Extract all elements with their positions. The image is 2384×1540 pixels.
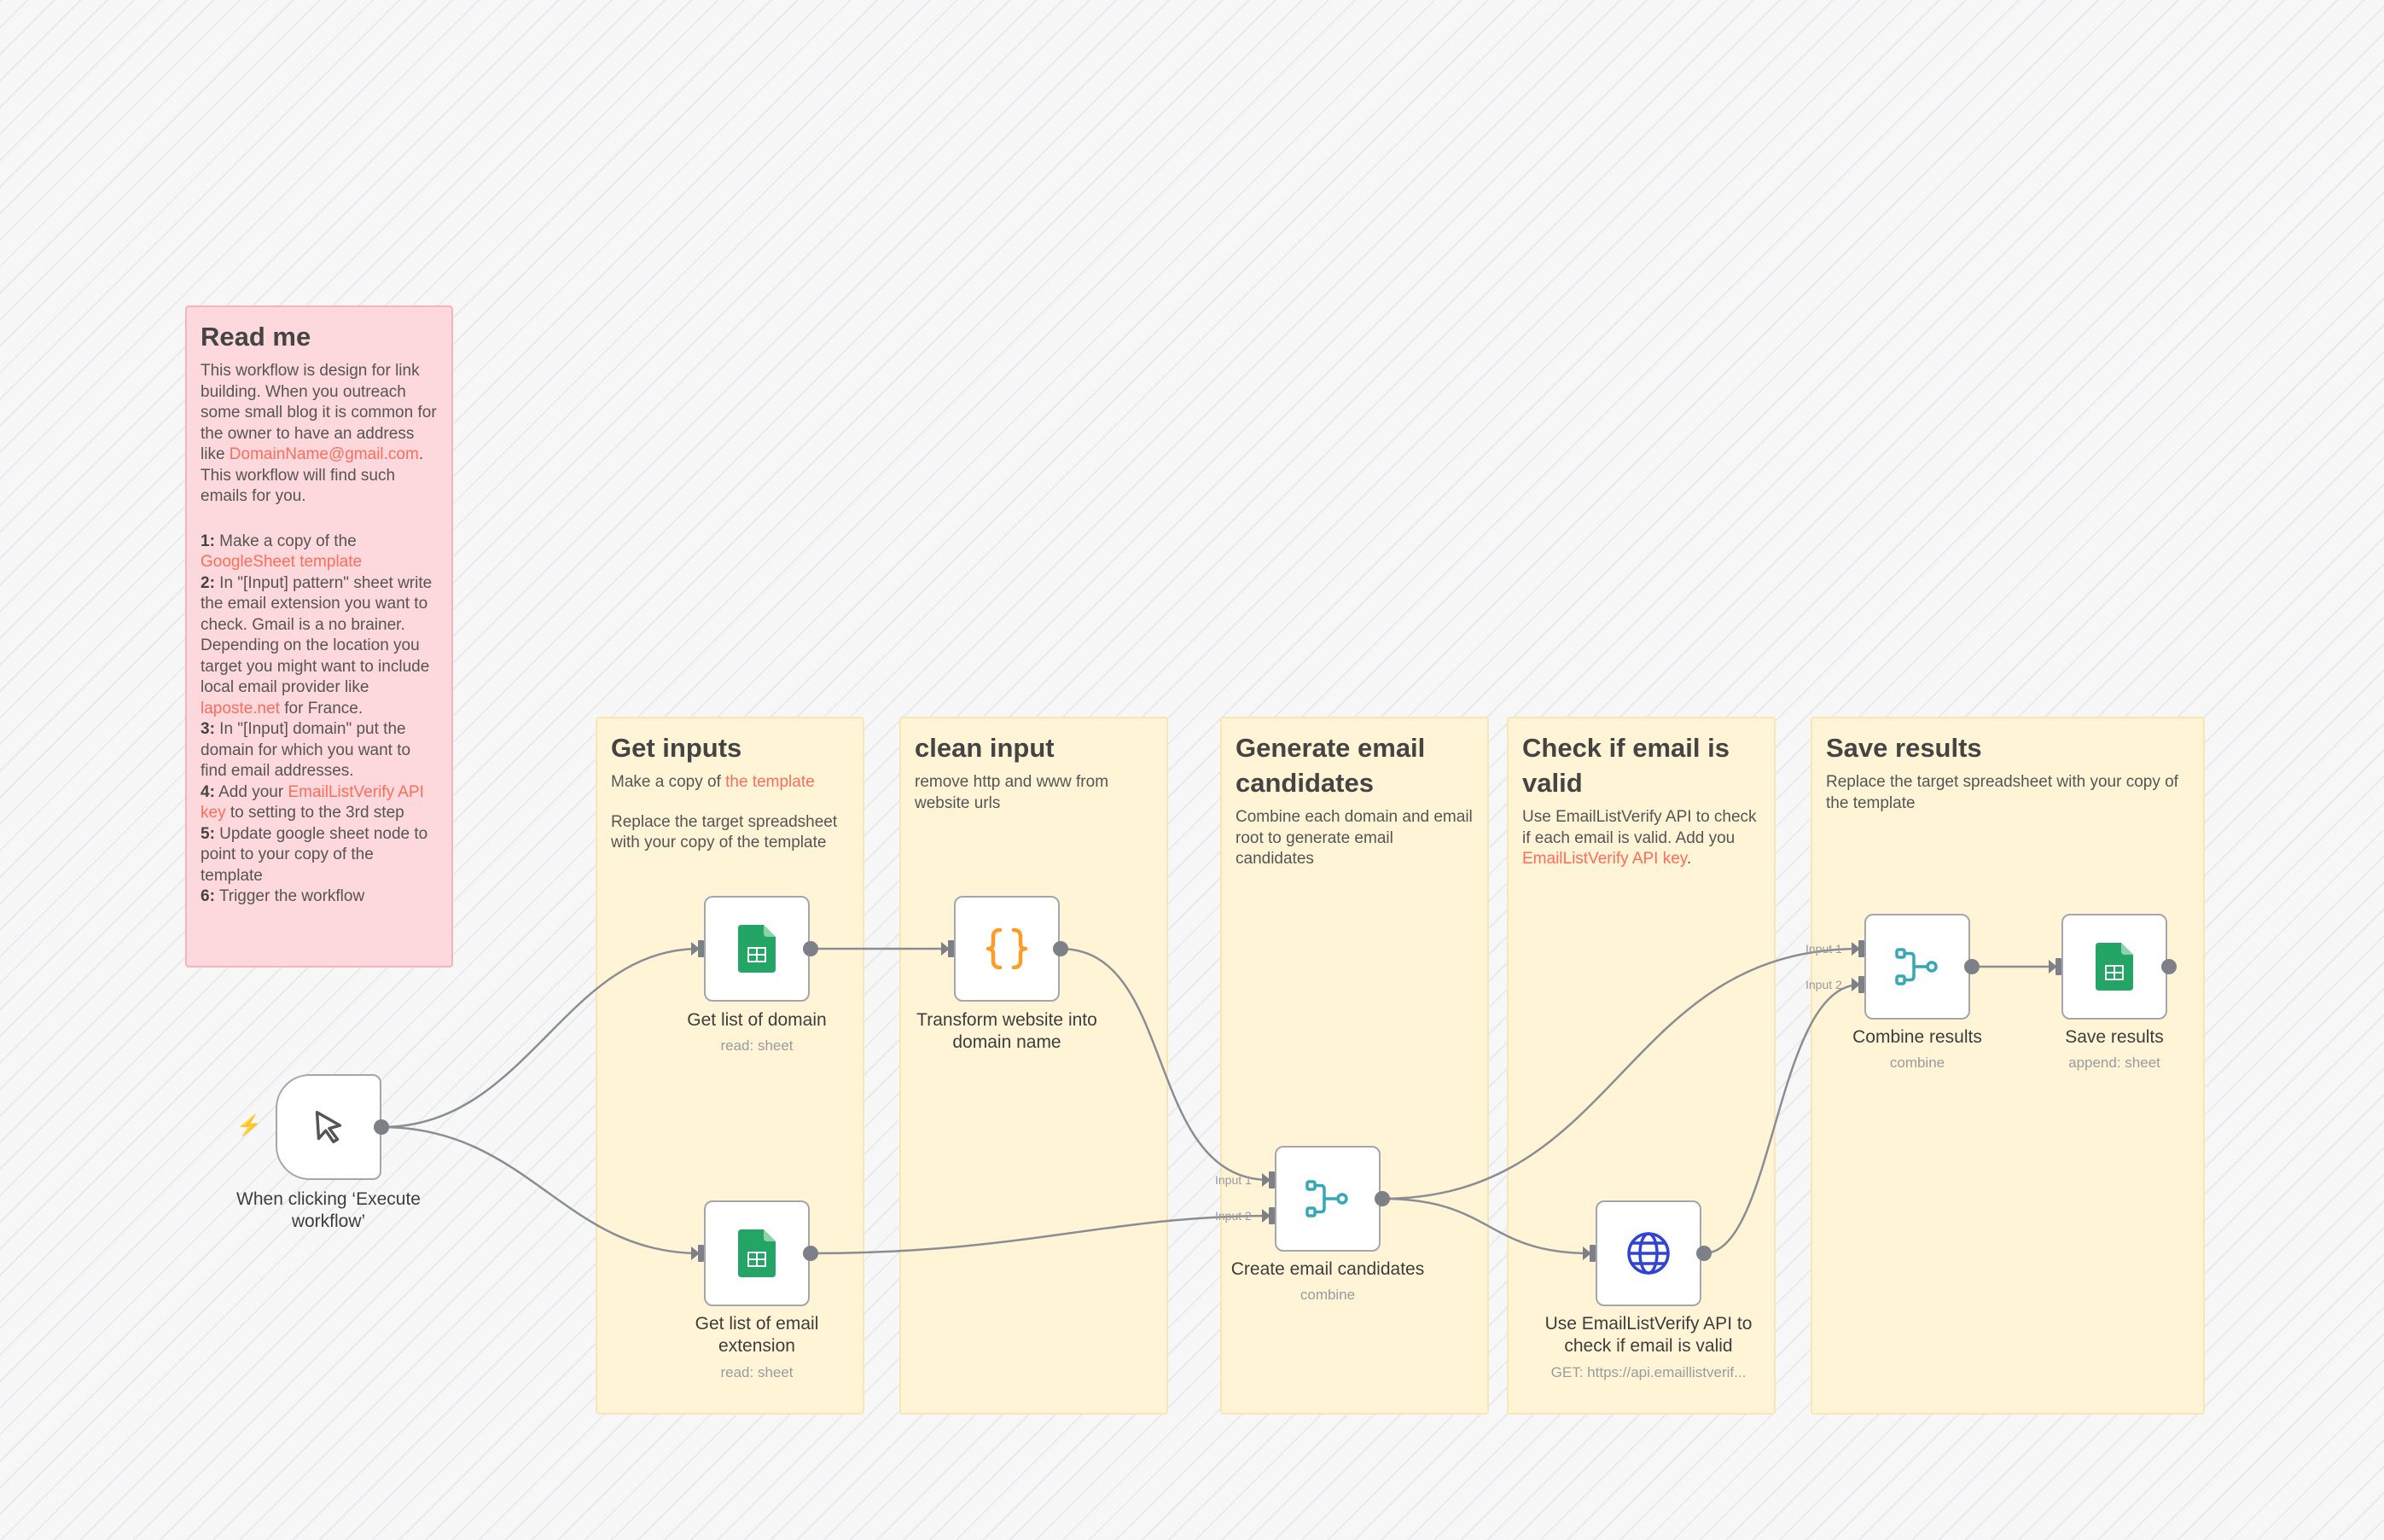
edge-arrow xyxy=(1262,1209,1270,1223)
edge-arrow xyxy=(1852,942,1860,956)
readme-step: 6: Trigger the workflow xyxy=(201,887,365,905)
google-sheets-icon xyxy=(738,925,776,973)
sticky-note-check[interactable]: Check if email is valid Use EmailListVer… xyxy=(1507,717,1776,1415)
group-title-get-inputs: Get inputs xyxy=(611,733,742,763)
merge-icon xyxy=(1895,948,1938,985)
node-sublabel-verify: GET: https://api.emaillistverif... xyxy=(1550,1364,1747,1380)
edge-arrow xyxy=(1262,1173,1270,1187)
edge-arrow xyxy=(1583,1247,1591,1260)
readme-step: 5: Update google sheet node to point to … xyxy=(201,824,428,885)
google-sheets-icon xyxy=(738,1229,776,1277)
input-port-combine-1[interactable] xyxy=(1858,940,1864,957)
edge-arrow xyxy=(2049,960,2057,973)
code-braces-icon xyxy=(986,927,1028,970)
node-sublabel-combine: combine xyxy=(1889,1055,1945,1071)
edge-trigger-to-get-domain[interactable] xyxy=(381,947,701,1129)
readme-step: 3: In "[Input] domain" put the domain fo… xyxy=(201,720,411,780)
edge-trigger-to-get-extension[interactable] xyxy=(381,1125,701,1255)
node-label-create: Create email candidates xyxy=(1230,1259,1425,1279)
sticky-note-save[interactable]: Save results Replace the target spreadsh… xyxy=(1811,717,2205,1415)
edge-get-extension-to-create[interactable] xyxy=(810,1214,1270,1255)
readme-api-key-link[interactable]: EmailListVerify API key xyxy=(201,782,424,822)
node-label-trigger: When clicking ‘Execute workflow’ xyxy=(236,1189,421,1231)
port-label-create-input-2: Input 2 xyxy=(1215,1209,1252,1223)
globe-icon xyxy=(1627,1232,1670,1275)
group-template-link[interactable]: the template xyxy=(725,773,815,791)
readme-steps: 1: Make a copy of the GoogleSheet templa… xyxy=(201,532,438,908)
merge-icon xyxy=(1305,1180,1348,1217)
input-port-combine-2[interactable] xyxy=(1858,976,1864,993)
input-port-transform[interactable] xyxy=(948,940,954,957)
input-port-create-1[interactable] xyxy=(1269,1171,1275,1188)
group-title-check: Check if email is valid xyxy=(1522,733,1730,798)
node-save-results[interactable] xyxy=(2061,914,2167,1020)
input-port-get-domain[interactable] xyxy=(698,940,704,957)
readme-template-link[interactable]: GoogleSheet template xyxy=(201,553,363,571)
node-sublabel-get-extension: read: sheet xyxy=(720,1364,794,1380)
port-label-combine-input-1: Input 1 xyxy=(1805,942,1842,956)
output-port-get-extension[interactable] xyxy=(803,1246,818,1261)
node-sublabel-get-domain: read: sheet xyxy=(720,1037,794,1054)
sticky-note-get-inputs[interactable]: Get inputs Make a copy of the template R… xyxy=(596,717,864,1415)
readme-step: 1: Make a copy of the GoogleSheet templa… xyxy=(201,532,363,572)
node-sublabel-create: combine xyxy=(1300,1287,1356,1303)
readme-step: 4: Add your EmailListVerify API key to s… xyxy=(201,782,424,822)
input-port-verify[interactable] xyxy=(1590,1245,1596,1262)
node-label-get-extension: Get list of email extension xyxy=(695,1314,819,1356)
readme-step: 2: In "[Input] pattern" sheet write the … xyxy=(201,573,433,718)
readme-title: Read me xyxy=(201,322,311,352)
node-get-list-of-email-extension[interactable] xyxy=(704,1200,810,1306)
lightning-bolt-icon: ⚡ xyxy=(236,1114,262,1137)
edge-verify-to-combine[interactable] xyxy=(1703,983,1861,1255)
node-label-transform: Transform website into domain name xyxy=(916,1010,1097,1052)
node-label-verify: Use EmailListVerify API to check if emai… xyxy=(1544,1314,1753,1356)
output-port-trigger[interactable] xyxy=(374,1119,389,1135)
sticky-note-readme[interactable]: Read me This workflow is design for link… xyxy=(185,305,453,968)
output-port-transform[interactable] xyxy=(1053,941,1068,956)
node-label-save: Save results xyxy=(2065,1027,2164,1047)
node-combine-results[interactable] xyxy=(1864,914,1970,1020)
output-port-verify[interactable] xyxy=(1696,1246,1712,1261)
cursor-icon xyxy=(315,1111,342,1143)
readme-laposte-link[interactable]: laposte.net xyxy=(201,699,280,718)
edge-create-to-combine[interactable] xyxy=(1381,947,1861,1200)
output-port-combine[interactable] xyxy=(1964,959,1980,974)
group-title-generate: Generate email candidates xyxy=(1236,733,1426,798)
group-title-save: Save results xyxy=(1826,733,1982,763)
output-port-create[interactable] xyxy=(1375,1191,1390,1206)
group-title-clean-input: clean input xyxy=(915,733,1055,763)
sticky-note-generate[interactable]: Generate email candidates Combine each d… xyxy=(1220,717,1489,1415)
edge-arrow xyxy=(1852,978,1860,991)
readme-intro: This workflow is design for link buildin… xyxy=(201,362,437,505)
edge-arrow xyxy=(691,1247,700,1260)
node-sublabel-save: append: sheet xyxy=(2068,1055,2160,1071)
port-label-create-input-1: Input 1 xyxy=(1215,1173,1252,1187)
google-sheets-icon xyxy=(2096,943,2133,991)
sticky-note-clean-input[interactable]: clean input remove http and www from web… xyxy=(899,717,1168,1415)
node-label-combine: Combine results xyxy=(1852,1027,1982,1047)
edge-arrow xyxy=(691,942,700,956)
group-api-key-link[interactable]: EmailListVerify API key xyxy=(1522,850,1687,868)
node-emaillistverify-request[interactable] xyxy=(1596,1200,1701,1306)
input-port-get-extension[interactable] xyxy=(698,1245,704,1262)
node-transform-website[interactable] xyxy=(954,896,1060,1002)
node-label-get-domain: Get list of domain xyxy=(687,1010,827,1030)
input-port-create-2[interactable] xyxy=(1269,1207,1275,1224)
edge-transform-to-create[interactable] xyxy=(1060,947,1270,1182)
node-create-email-candidates[interactable] xyxy=(1275,1146,1381,1252)
edge-create-to-verify[interactable] xyxy=(1381,1197,1591,1255)
output-port-get-domain[interactable] xyxy=(803,941,818,956)
input-port-save[interactable] xyxy=(2055,958,2061,975)
edge-arrow xyxy=(941,942,950,956)
readme-email-link[interactable]: DomainName@gmail.com xyxy=(229,445,419,463)
port-label-combine-input-2: Input 2 xyxy=(1805,978,1842,991)
output-port-save[interactable] xyxy=(2161,959,2177,974)
